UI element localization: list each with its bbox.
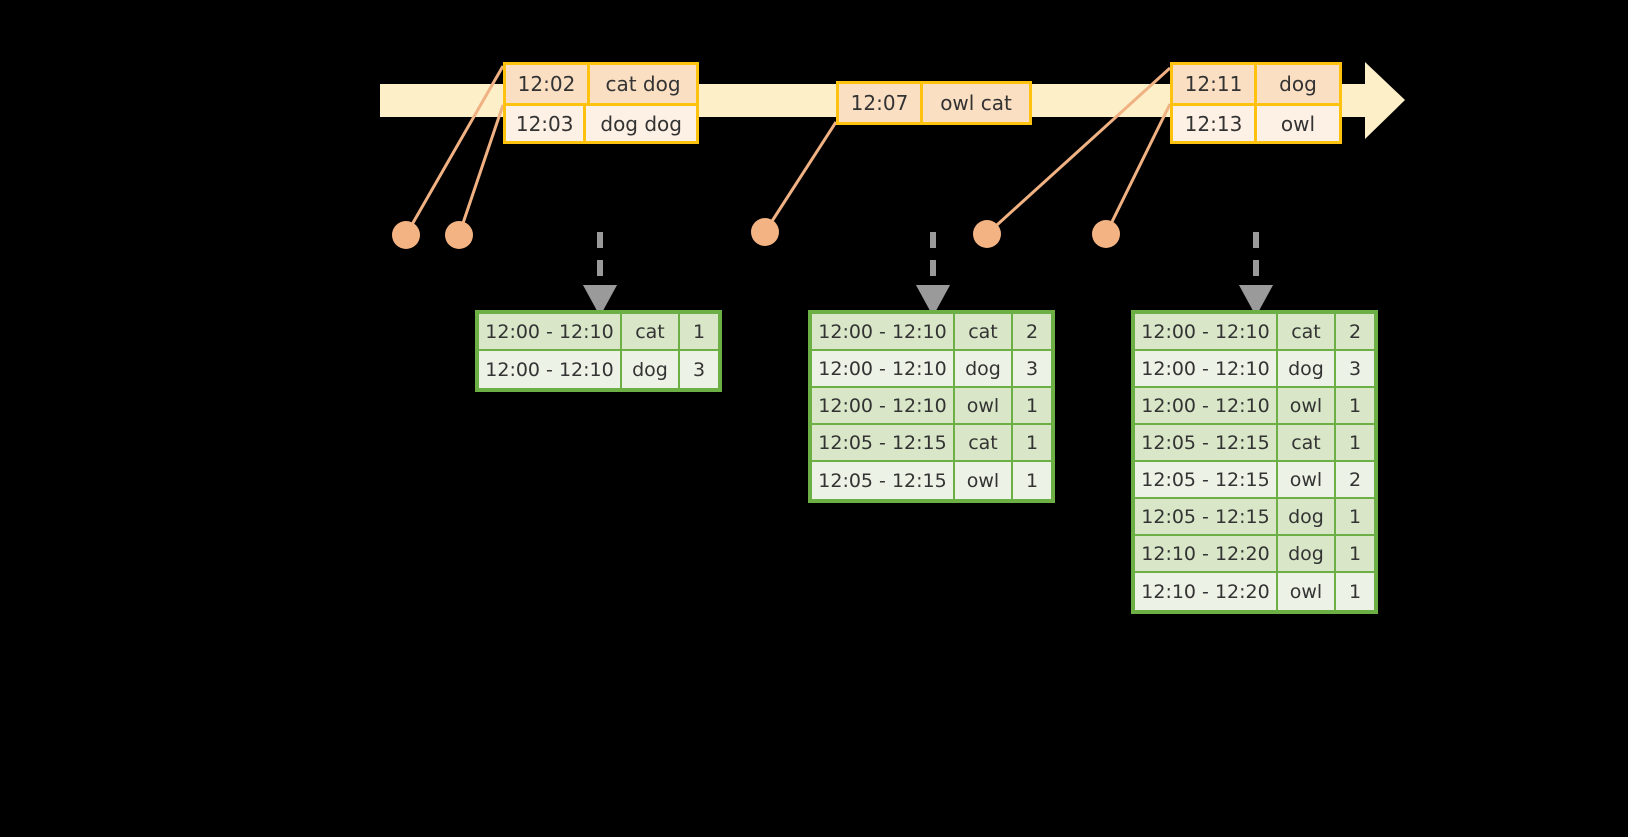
connector-dots: [392, 218, 1120, 249]
window-cell: 12:00 - 12:10: [812, 314, 955, 349]
count-cell: 1: [1348, 431, 1362, 454]
window-cell: 12:00 - 12:10: [812, 351, 955, 386]
word-cell: owl: [1278, 573, 1336, 610]
count-cell: 2: [1025, 320, 1039, 343]
count-cell: 1: [1348, 505, 1362, 528]
word-cell: dog: [1278, 536, 1336, 571]
count-cell: 1: [1025, 394, 1039, 417]
count-cell: 1: [1348, 580, 1362, 603]
event-words: owl cat: [940, 91, 1012, 115]
window-cell: 12:10 - 12:20: [1135, 536, 1278, 571]
word-cell: dog: [622, 351, 680, 388]
window-cell: 12:00 - 12:10: [812, 388, 955, 423]
count-cell: 2: [1348, 468, 1362, 491]
window-cell: 12:05 - 12:15: [1135, 462, 1278, 497]
event-time: 12:11: [1173, 65, 1257, 103]
window-cell: 12:05 - 12:15: [1135, 425, 1278, 460]
connector-dot: [751, 218, 779, 246]
count-cell: 3: [1348, 357, 1362, 380]
connector-dot: [445, 221, 473, 249]
window-cell: 12:05 - 12:15: [1135, 499, 1278, 534]
connector-dot: [973, 220, 1001, 248]
event-row[interactable]: 12:07 owl cat: [839, 84, 1029, 122]
count-cell: 1: [1025, 469, 1039, 492]
window-cell: 12:05 - 12:15: [812, 425, 955, 460]
count-cell: 3: [1025, 357, 1039, 380]
word-cell: cat: [955, 425, 1013, 460]
connector-dot: [1092, 220, 1120, 248]
dashed-arrow-3: [1238, 232, 1274, 317]
word-cell: cat: [622, 314, 680, 349]
dashed-arrow-1: [582, 232, 618, 317]
window-cell: 12:00 - 12:10: [1135, 351, 1278, 386]
window-cell: 12:00 - 12:10: [479, 314, 622, 349]
event-group-1[interactable]: 12:02 cat dog 12:03 dog dog: [503, 62, 699, 144]
word-cell: dog: [1278, 351, 1336, 386]
word-cell: owl: [1278, 462, 1336, 497]
count-cell: 1: [1348, 394, 1362, 417]
window-cell: 12:05 - 12:15: [812, 462, 955, 499]
event-time: 12:03: [506, 106, 587, 141]
event-group-2[interactable]: 12:07 owl cat: [836, 81, 1032, 125]
window-cell: 12:00 - 12:10: [1135, 314, 1278, 349]
word-cell: owl: [1278, 388, 1336, 423]
event-words: dog: [1279, 72, 1317, 96]
count-cell: 3: [692, 358, 706, 381]
count-cell: 1: [692, 320, 706, 343]
word-cell: owl: [955, 388, 1013, 423]
event-row[interactable]: 12:11 dog: [1173, 65, 1339, 103]
word-cell: owl: [955, 462, 1013, 499]
word-cell: dog: [955, 351, 1013, 386]
event-row[interactable]: 12:03 dog dog: [506, 103, 696, 141]
count-cell: 1: [1348, 542, 1362, 565]
word-cell: cat: [1278, 425, 1336, 460]
word-cell: cat: [1278, 314, 1336, 349]
word-cell: dog: [1278, 499, 1336, 534]
event-words: cat dog: [605, 72, 681, 96]
connector-dot: [392, 221, 420, 249]
count-cell: 1: [1025, 431, 1039, 454]
event-group-3[interactable]: 12:11 dog 12:13 owl: [1170, 62, 1342, 144]
event-time: 12:13: [1173, 106, 1257, 141]
window-cell: 12:00 - 12:10: [479, 351, 622, 388]
dashed-arrows: [582, 232, 1274, 317]
window-cell: 12:00 - 12:10: [1135, 388, 1278, 423]
event-words: dog dog: [600, 111, 682, 136]
dashed-arrow-2: [915, 232, 951, 317]
window-cell: 12:10 - 12:20: [1135, 573, 1278, 610]
count-cell: 2: [1348, 320, 1362, 343]
event-row[interactable]: 12:13 owl: [1173, 103, 1339, 141]
event-time: 12:07: [839, 84, 923, 122]
word-cell: cat: [955, 314, 1013, 349]
event-time: 12:02: [506, 65, 590, 103]
event-row[interactable]: 12:02 cat dog: [506, 65, 696, 103]
event-words: owl: [1280, 111, 1316, 136]
